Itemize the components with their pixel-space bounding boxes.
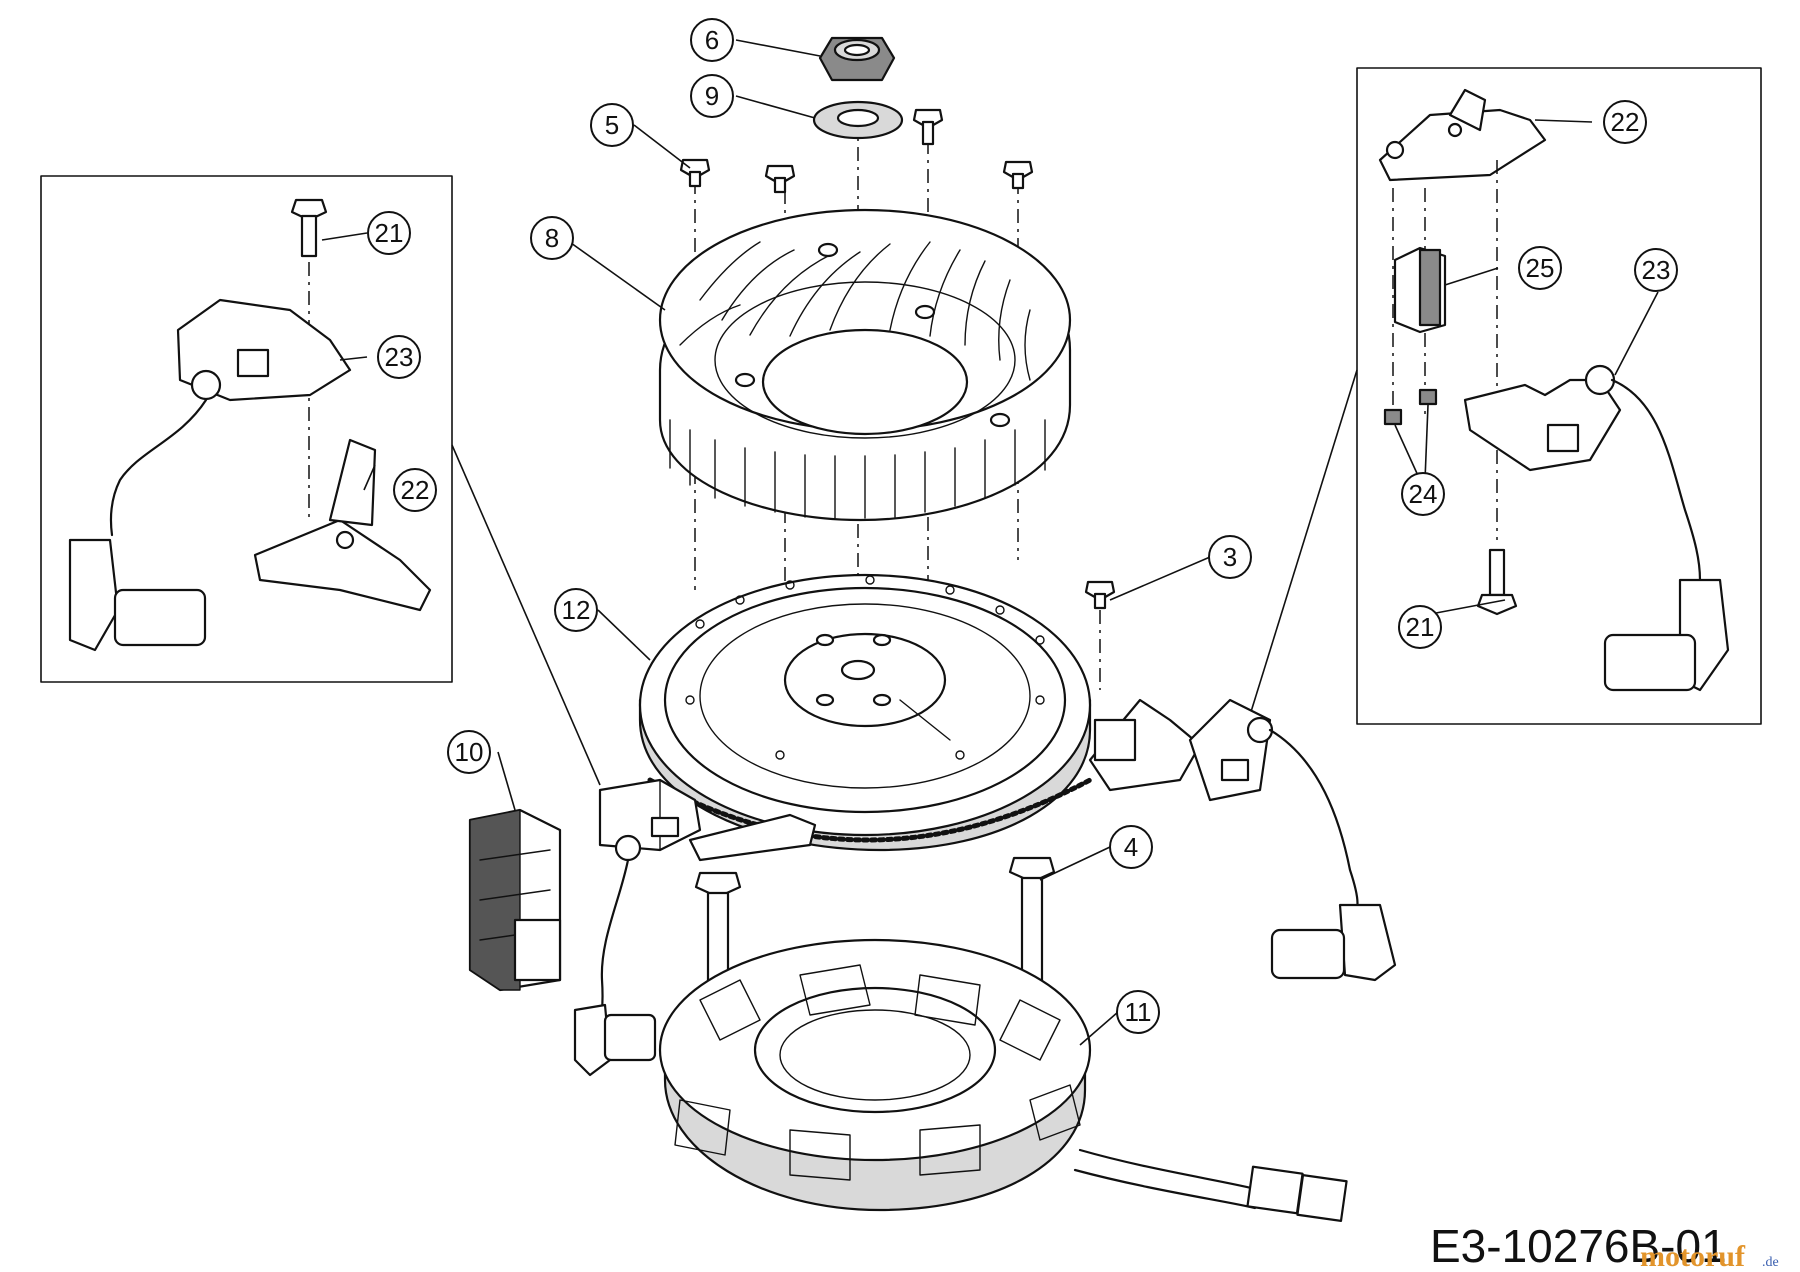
svg-text:9: 9 bbox=[705, 81, 719, 111]
callout-3: 3 bbox=[1208, 535, 1252, 579]
callout-25: 25 bbox=[1518, 246, 1562, 290]
svg-text:12: 12 bbox=[562, 595, 591, 625]
ignition-coil-assembly-right bbox=[1088, 698, 1397, 982]
callout-10: 10 bbox=[447, 730, 491, 774]
detail-left-parts bbox=[68, 198, 432, 652]
callout-5: 5 bbox=[590, 103, 634, 147]
svg-text:10: 10 bbox=[455, 737, 484, 767]
screw-coil-mount bbox=[1084, 580, 1116, 610]
callout-6: 6 bbox=[690, 18, 734, 62]
connector-line-left bbox=[451, 444, 601, 786]
svg-text:21: 21 bbox=[375, 218, 404, 248]
svg-text:22: 22 bbox=[401, 475, 430, 505]
callout-24: 24 bbox=[1401, 472, 1445, 516]
callout-9: 9 bbox=[690, 74, 734, 118]
watermark-logo: motoruf bbox=[1640, 1240, 1746, 1272]
flywheel bbox=[658, 208, 1072, 522]
drawing-reference: E3-10276B-01 bbox=[1430, 1220, 1727, 1272]
detail-right-parts bbox=[1378, 88, 1730, 692]
callout-8: 8 bbox=[530, 216, 574, 260]
watermark-suffix: .de bbox=[1762, 1255, 1779, 1270]
callout-4: 4 bbox=[1109, 825, 1153, 869]
screws-flywheel-top bbox=[679, 108, 1034, 194]
svg-text:22: 22 bbox=[1611, 107, 1640, 137]
ring-gear-plate bbox=[638, 573, 1093, 852]
svg-text:3: 3 bbox=[1223, 542, 1237, 572]
stator-coil bbox=[658, 938, 1348, 1222]
rectifier-module bbox=[468, 808, 562, 992]
svg-text:24: 24 bbox=[1409, 479, 1438, 509]
svg-text:6: 6 bbox=[705, 25, 719, 55]
callout-12: 12 bbox=[554, 588, 598, 632]
ignition-coil-assembly-left bbox=[573, 778, 817, 1077]
svg-text:23: 23 bbox=[1642, 255, 1671, 285]
detail-box-left bbox=[40, 175, 453, 683]
svg-text:4: 4 bbox=[1124, 832, 1138, 862]
flywheel-nut bbox=[818, 36, 896, 82]
svg-text:23: 23 bbox=[385, 342, 414, 372]
svg-text:21: 21 bbox=[1406, 612, 1435, 642]
connector-line-right bbox=[1249, 369, 1358, 716]
svg-text:11: 11 bbox=[1125, 997, 1152, 1027]
callout-21-left: 21 bbox=[367, 211, 411, 255]
callout-11: 11 bbox=[1116, 990, 1160, 1034]
svg-text:25: 25 bbox=[1526, 253, 1555, 283]
svg-text:5: 5 bbox=[605, 110, 619, 140]
callout-23-right: 23 bbox=[1634, 248, 1678, 292]
flywheel-washer bbox=[812, 100, 904, 140]
detail-box-right bbox=[1356, 67, 1762, 725]
callout-23-left: 23 bbox=[377, 335, 421, 379]
callout-21-right: 21 bbox=[1398, 605, 1442, 649]
callout-22-left: 22 bbox=[393, 468, 437, 512]
callout-22-right: 22 bbox=[1603, 100, 1647, 144]
svg-text:8: 8 bbox=[545, 223, 559, 253]
